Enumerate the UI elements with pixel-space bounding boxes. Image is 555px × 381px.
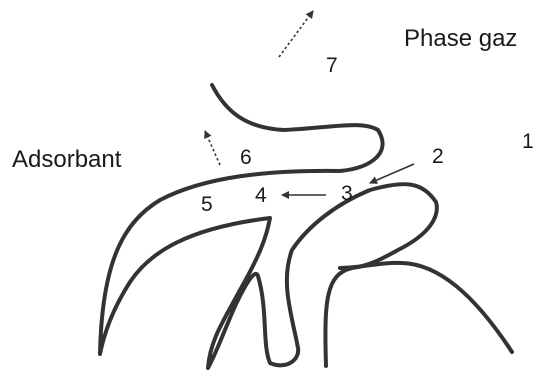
step-label-5: 5	[201, 194, 213, 215]
step-label-4: 4	[255, 185, 267, 206]
step-label-7: 7	[326, 55, 338, 76]
step-label-6: 6	[240, 147, 252, 168]
arrow-solid-icon	[370, 164, 414, 183]
gas-phase-label: Phase gaz	[404, 27, 517, 51]
arrow-dotted-icon	[205, 131, 220, 165]
adsorbent-grain-upper	[100, 85, 437, 368]
step-label-1: 1	[522, 131, 534, 152]
adsorbent-grain-right	[340, 263, 512, 352]
step-label-3: 3	[341, 183, 353, 204]
arrow-dotted-icon	[279, 11, 313, 57]
step-label-2: 2	[432, 146, 444, 167]
adsorbent-label: Adsorbant	[12, 148, 121, 172]
